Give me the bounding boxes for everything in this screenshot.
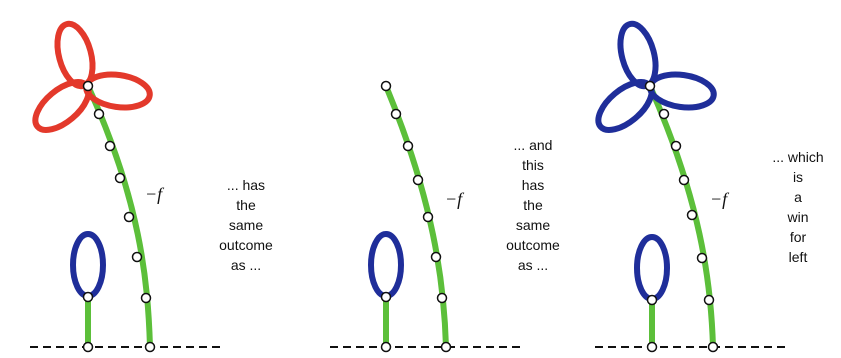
node: [382, 82, 391, 91]
caption-line: same: [229, 217, 263, 233]
blue-loop: [637, 237, 667, 299]
node: [84, 343, 93, 352]
caption-line: left: [789, 249, 808, 265]
node: [404, 142, 413, 151]
node: [698, 254, 707, 263]
blue-flower: [590, 20, 716, 139]
node: [680, 176, 689, 185]
caption-line: outcome: [506, 237, 560, 253]
node: [648, 343, 657, 352]
caption-line: this: [522, 157, 544, 173]
node: [84, 82, 93, 91]
panel-1: −f ... has the same outcome as ...: [27, 20, 273, 352]
caption-line: a: [794, 189, 802, 205]
node: [382, 343, 391, 352]
node: [672, 142, 681, 151]
tall-stem: [88, 86, 150, 347]
caption-line: ... has: [227, 177, 265, 193]
tall-stem: [650, 86, 713, 347]
stem-nodes: [84, 82, 155, 352]
node: [106, 142, 115, 151]
caption-line: win: [786, 209, 808, 225]
node: [146, 343, 155, 352]
node: [125, 213, 134, 222]
caption-line: is: [793, 169, 803, 185]
caption-line: as ...: [231, 257, 261, 273]
caption-line: same: [516, 217, 550, 233]
caption-line: the: [523, 197, 543, 213]
caption-line: the: [236, 197, 256, 213]
node: [424, 213, 433, 222]
node: [688, 211, 697, 220]
node: [705, 296, 714, 305]
caption-line: ... which: [772, 149, 823, 165]
stem-nodes: [382, 82, 451, 352]
node: [442, 343, 451, 352]
panel-3: −f ... which is a win for left: [590, 20, 823, 352]
node: [414, 176, 423, 185]
caption-line: outcome: [219, 237, 273, 253]
blue-loop: [371, 234, 401, 296]
minus-f-label: −f: [145, 184, 165, 204]
node: [648, 296, 657, 305]
caption-line: as ...: [518, 257, 548, 273]
stem-nodes: [646, 82, 718, 352]
node: [142, 294, 151, 303]
node: [95, 110, 104, 119]
node: [660, 110, 669, 119]
node: [84, 293, 93, 302]
node: [438, 294, 447, 303]
node: [709, 343, 718, 352]
minus-f-label: −f: [710, 189, 730, 209]
node: [133, 253, 142, 262]
node: [392, 110, 401, 119]
panel-2: −f ... and this has the same outcome as …: [330, 82, 560, 352]
caption-line: ... and: [514, 137, 553, 153]
tall-stem: [386, 86, 446, 347]
node: [382, 293, 391, 302]
minus-f-label: −f: [445, 189, 465, 209]
node: [116, 174, 125, 183]
blue-loop: [73, 234, 103, 296]
node: [646, 82, 655, 91]
red-flower: [27, 20, 152, 139]
caption-line: for: [790, 229, 807, 245]
caption-line: has: [522, 177, 545, 193]
node: [432, 253, 441, 262]
